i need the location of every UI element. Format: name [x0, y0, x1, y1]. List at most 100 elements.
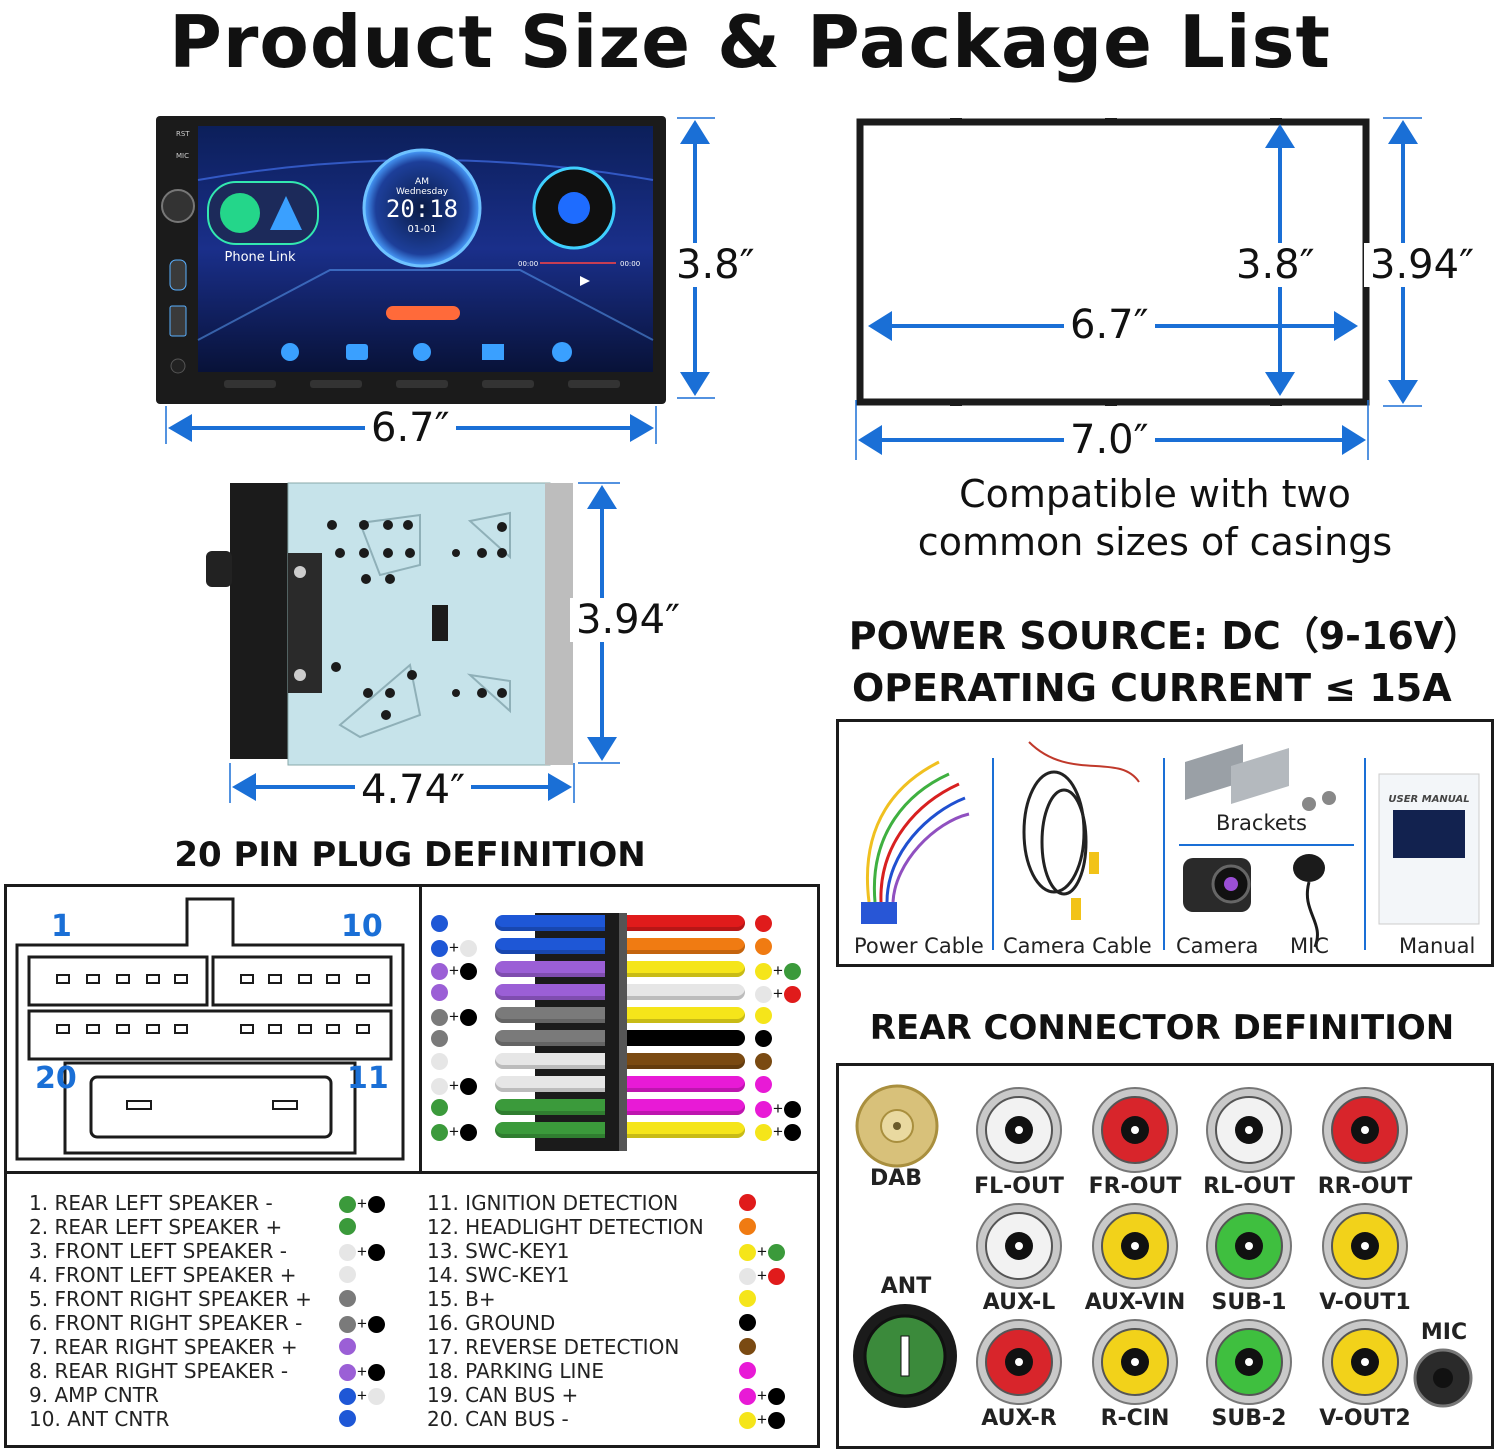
pin-number-20: 20 — [35, 1061, 77, 1096]
ant-connector-icon — [853, 1304, 957, 1408]
wire-stripe-dot — [367, 1315, 385, 1333]
wire-stripe-dot — [767, 1387, 785, 1405]
wire-color-dot — [431, 1008, 448, 1026]
rca-label: RL-OUT — [1203, 1174, 1295, 1199]
wire-color-dot — [739, 1267, 756, 1285]
wire-color-dot — [339, 1363, 356, 1381]
wire-stripe-dot — [767, 1411, 785, 1429]
pin-slot — [326, 1024, 340, 1034]
pin-slot — [240, 974, 254, 984]
side-faceplate — [230, 483, 290, 759]
mic-label: MIC — [1290, 934, 1329, 958]
rca-jack-icon — [1206, 1203, 1292, 1289]
pin-color-swatch: + — [339, 1362, 385, 1382]
harness-left-swatch: + — [431, 1122, 477, 1142]
pin-definition-row: 14. SWC-KEY1 — [427, 1263, 570, 1287]
mic-hole — [170, 358, 186, 374]
harness-left-swatch — [431, 1053, 448, 1070]
pin-slot — [56, 1024, 70, 1034]
plus-sign: + — [757, 1410, 767, 1429]
mic-connector-label: MIC — [1420, 1320, 1468, 1345]
pin-color-swatch — [739, 1290, 756, 1307]
harness-wire-right — [627, 1076, 745, 1092]
pin-definition-row: 2. REAR LEFT SPEAKER + — [29, 1215, 283, 1239]
rca-jack-icon — [1322, 1319, 1408, 1405]
touch-buttons — [224, 380, 620, 388]
wire-color-dot — [339, 1243, 356, 1261]
compat-line-1: Compatible with two — [959, 472, 1351, 516]
wire-color-dot — [431, 984, 448, 1001]
harness-right-swatch: + — [755, 984, 801, 1004]
camera-cable-label: Camera Cable — [1003, 934, 1152, 958]
side-height-label: 3.94″ — [570, 598, 687, 642]
wire-color-dot — [339, 1290, 356, 1307]
side-bracket — [288, 553, 322, 693]
wire-color-dot — [339, 1266, 356, 1283]
wire-color-dot — [431, 1077, 448, 1095]
wire-stripe-dot — [767, 1267, 785, 1285]
pin-color-swatch — [339, 1266, 356, 1283]
phone-link-label: Phone Link — [224, 250, 295, 265]
connector-divider — [619, 913, 627, 1151]
pin-definition-row: 4. FRONT LEFT SPEAKER + — [29, 1263, 297, 1287]
pin-slot — [298, 1024, 312, 1034]
mounting-frame-diagram — [855, 117, 1422, 460]
brackets-icon — [1185, 744, 1336, 811]
wire-color-dot — [755, 985, 772, 1003]
pin-slot — [56, 974, 70, 984]
pin-definition-row: 20. CAN BUS - — [427, 1407, 569, 1431]
harness-left-swatch — [431, 915, 448, 932]
pin-definition-row: 18. PARKING LINE — [427, 1359, 604, 1383]
harness-right-swatch — [755, 1076, 772, 1093]
harness-wire-left — [495, 1099, 605, 1115]
harness-wire-left — [495, 1076, 605, 1092]
pin-definition-row: 10. ANT CNTR — [29, 1407, 170, 1431]
harness-wire-right — [627, 915, 745, 931]
compat-line-2: common sizes of casings — [917, 520, 1393, 564]
pin-slot — [326, 974, 340, 984]
wire-stripe-dot — [783, 1100, 801, 1118]
pin-definition-row: 12. HEADLIGHT DETECTION — [427, 1215, 704, 1239]
wire-color-dot — [755, 1123, 772, 1141]
plus-sign: + — [449, 961, 459, 980]
rca-label: SUB-1 — [1211, 1290, 1287, 1315]
harness-left-swatch — [431, 984, 448, 1001]
wire-stripe-dot — [459, 1123, 477, 1141]
dab-connector-icon — [855, 1084, 939, 1168]
brackets-label: Brackets — [1216, 811, 1307, 835]
plus-sign: + — [773, 984, 783, 1003]
track-time-start: 00:00 — [518, 260, 538, 268]
harness-right-swatch: + — [755, 961, 801, 981]
plus-sign: + — [757, 1242, 767, 1261]
plus-sign: + — [449, 938, 459, 957]
clock-widget — [362, 148, 482, 268]
dab-label: DAB — [869, 1166, 923, 1191]
pin-slot — [268, 1024, 282, 1034]
pin-definition-row: 15. B+ — [427, 1287, 496, 1311]
wire-color-dot — [739, 1338, 756, 1355]
front-width-label: 6.7″ — [365, 406, 456, 450]
pin-slot — [174, 1024, 188, 1034]
wire-stripe-dot — [783, 985, 801, 1003]
plus-sign: + — [357, 1362, 367, 1381]
power-source-text: POWER SOURCE: DC（9-16V） — [848, 614, 1482, 658]
rca-label: AUX-VIN — [1084, 1290, 1186, 1315]
wire-color-dot — [339, 1218, 356, 1235]
clock-ampm: AM — [415, 177, 429, 187]
pin-color-swatch: + — [739, 1266, 785, 1286]
rst-label: RST — [176, 130, 190, 138]
plus-sign: + — [773, 1122, 783, 1141]
brightness-slider — [386, 306, 460, 320]
harness-left-swatch — [431, 1099, 448, 1116]
harness-right-swatch — [755, 1053, 772, 1070]
plus-sign: + — [449, 1007, 459, 1026]
pin-color-swatch: + — [739, 1386, 785, 1406]
pin-slots — [56, 974, 370, 1034]
harness-right-swatch — [755, 1007, 772, 1024]
apps-icon — [413, 343, 431, 361]
wire-color-dot — [755, 1053, 772, 1070]
harness-wire-right — [627, 1122, 745, 1138]
rca-label: V-OUT1 — [1319, 1290, 1411, 1315]
rca-jack-icon — [1206, 1087, 1292, 1173]
harness-left-swatch: + — [431, 938, 477, 958]
